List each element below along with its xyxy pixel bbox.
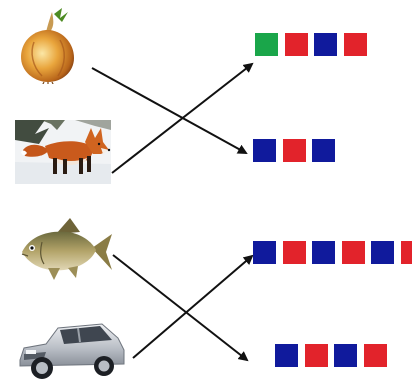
red-square <box>343 33 367 56</box>
green-square <box>255 33 278 56</box>
arrow-fish-to-scheme <box>112 254 249 362</box>
blue-square <box>334 344 357 367</box>
blue-square <box>314 33 337 56</box>
blue-square <box>312 241 335 264</box>
blue-square <box>371 241 394 264</box>
blue-square <box>253 241 276 264</box>
fox-picture[interactable] <box>15 120 111 184</box>
arrow-fox-to-scheme <box>111 62 254 174</box>
blue-square <box>253 139 276 162</box>
blue-square <box>312 139 335 162</box>
onion-picture[interactable] <box>16 8 80 84</box>
red-square <box>304 344 328 367</box>
red-square <box>282 241 306 264</box>
red-square <box>400 241 412 264</box>
red-square <box>341 241 365 264</box>
red-square <box>282 139 306 162</box>
red-square <box>363 344 387 367</box>
fish-picture[interactable] <box>18 218 112 282</box>
arrow-onion-to-scheme <box>91 67 248 154</box>
red-square <box>284 33 308 56</box>
arrow-car-to-scheme <box>132 254 254 359</box>
blue-square <box>275 344 298 367</box>
car-picture[interactable] <box>16 320 128 382</box>
